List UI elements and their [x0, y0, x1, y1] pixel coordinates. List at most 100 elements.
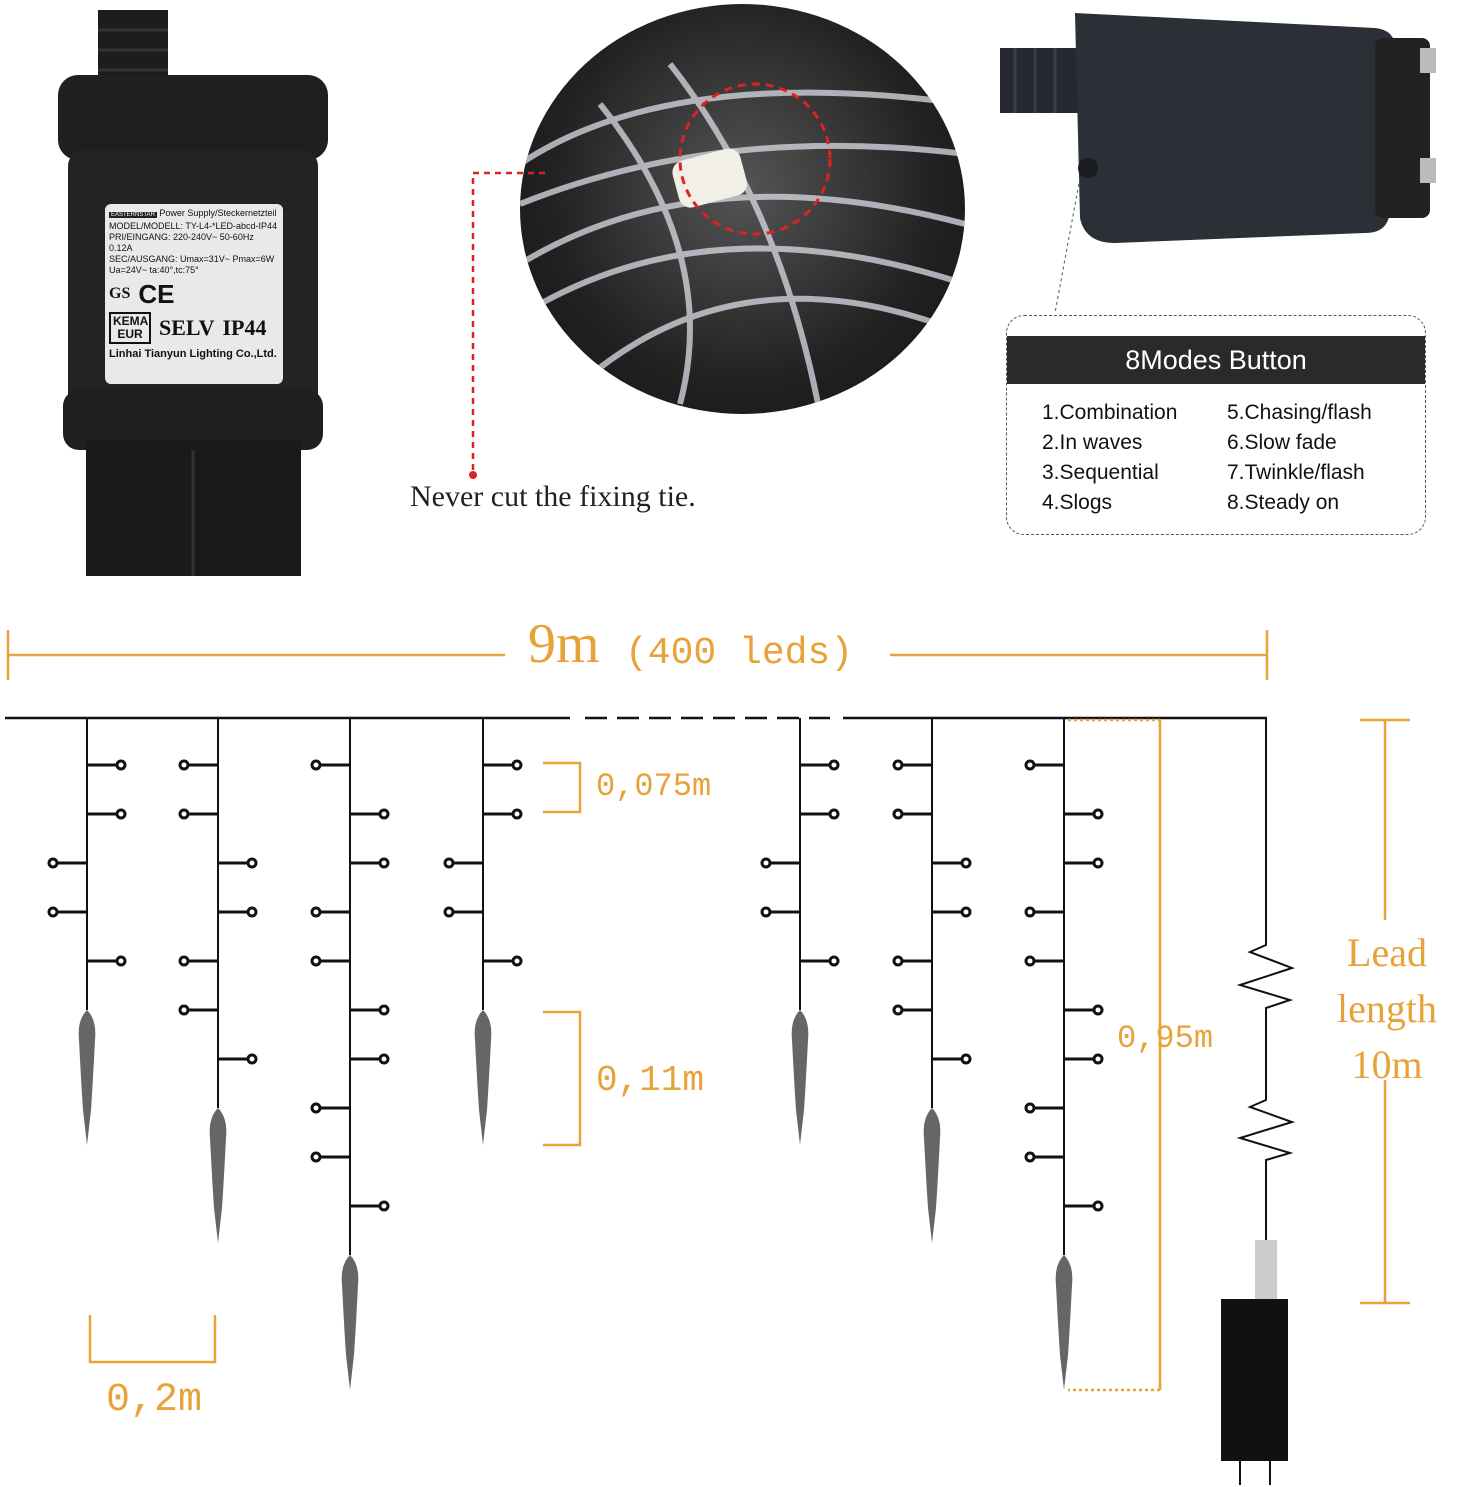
led-bulb — [1064, 808, 1104, 820]
led-bulb — [1024, 906, 1064, 918]
width-label: 9m — [528, 613, 600, 675]
mode-item: 7.Twinkle/flash — [1227, 461, 1365, 484]
led-bulb — [892, 808, 932, 820]
led-bulb — [443, 906, 483, 918]
led-bulb — [892, 955, 932, 967]
led-bulb — [218, 1053, 258, 1065]
bulb-spacing-label: 0,075m — [596, 768, 712, 805]
led-bulb — [800, 759, 840, 771]
adapter-title: Power Supply/Steckernetzteil — [159, 208, 277, 218]
led-strand — [178, 718, 258, 1243]
adapter-model: MODEL/MODELL: TY-L4-*LED-abcd-IP44 — [109, 221, 278, 231]
adapter-input: PRI/EINGANG: 220-240V~ 50-60Hz 0.12A — [109, 232, 254, 253]
led-strand — [47, 718, 127, 1145]
led-strand — [443, 718, 523, 1145]
modes-title: 8Modes Button — [1007, 336, 1425, 384]
brand-logo: EASTERNSTAR — [109, 212, 157, 218]
led-bulb — [800, 808, 840, 820]
led-bulb — [47, 857, 87, 869]
led-strand — [310, 718, 390, 1390]
adapter-output: SEC/AUSGANG: Umax=31V~ Pmax=6W — [109, 254, 275, 264]
mode-item: 8.Steady on — [1227, 491, 1340, 514]
mode-item: 1.Combination — [1042, 401, 1178, 424]
led-bulb — [218, 906, 258, 918]
strand-spacing-bracket — [88, 1315, 217, 1364]
led-bulb — [310, 1151, 350, 1163]
lead-label-line: 10m — [1351, 1042, 1423, 1087]
adapter-maker: Linhai Tianyun Lighting Co.,Ltd. — [109, 348, 277, 360]
led-bulb — [483, 808, 523, 820]
mode-item: 5.Chasing/flash — [1227, 401, 1372, 424]
led-strand — [760, 718, 840, 1145]
modes-right: 5.Chasing/flash 6.Slow fade 7.Twinkle/fl… — [1227, 398, 1372, 518]
selv-mark: SELV — [159, 315, 215, 340]
led-bulb — [892, 759, 932, 771]
mode-item: 6.Slow fade — [1227, 431, 1337, 454]
led-bulb — [1024, 955, 1064, 967]
led-bulb — [310, 906, 350, 918]
led-bulb — [760, 857, 800, 869]
led-strand — [892, 718, 972, 1243]
lead-label-line: Lead — [1347, 930, 1427, 975]
icicle-drop — [1055, 1255, 1073, 1390]
led-bulb — [87, 955, 127, 967]
led-bulb — [350, 1053, 390, 1065]
led-bulb — [932, 857, 972, 869]
led-bulb — [87, 759, 127, 771]
marks-row-2: KEMA EUR SELV IP44 — [109, 312, 279, 344]
icicle-drop — [209, 1108, 227, 1243]
icicle-drop — [78, 1010, 96, 1145]
led-bulb — [350, 1200, 390, 1212]
led-bulb — [350, 808, 390, 820]
leds-label: (400 leds) — [625, 632, 854, 675]
lead-label-line: length — [1337, 986, 1437, 1031]
adapter-label: EASTERNSTAR Power Supply/Steckernetzteil… — [105, 204, 283, 384]
icicle-drop — [474, 1010, 492, 1145]
led-bulb — [178, 808, 218, 820]
led-bulb — [350, 857, 390, 869]
led-bulb — [1024, 1151, 1064, 1163]
bulb-spacing-bracket — [543, 761, 582, 814]
led-bulb — [350, 1004, 390, 1016]
led-bulb — [1064, 1053, 1104, 1065]
led-bulb — [1024, 1102, 1064, 1114]
led-bulb — [760, 906, 800, 918]
led-bulb — [800, 955, 840, 967]
led-bulb — [892, 1004, 932, 1016]
group-spacing-bracket — [543, 1010, 582, 1147]
icicle-drop — [791, 1010, 809, 1145]
led-bulb — [443, 857, 483, 869]
gs-mark: GS — [109, 285, 131, 302]
adapter-output2: Ua=24V~ ta:40°,tc:75° — [109, 265, 199, 275]
led-bulb — [47, 906, 87, 918]
fixing-tie-note: Never cut the fixing tie. — [410, 480, 696, 513]
led-bulb — [178, 759, 218, 771]
lead-cable — [1221, 718, 1296, 1485]
led-bulb — [932, 1053, 972, 1065]
icicle-drop — [923, 1108, 941, 1243]
led-bulb — [1064, 1200, 1104, 1212]
led-bulb — [178, 1004, 218, 1016]
led-bulb — [1064, 857, 1104, 869]
modes-box: 8Modes Button 1.Combination 2.In waves 3… — [1006, 315, 1426, 535]
led-bulb — [483, 955, 523, 967]
fixing-tie-photo — [520, 4, 965, 414]
led-bulb — [1024, 759, 1064, 771]
icicle-diagram — [5, 630, 1410, 1485]
led-bulb — [310, 955, 350, 967]
led-bulb — [932, 906, 972, 918]
width-dimension — [6, 630, 1269, 680]
marks-row-1: GS CE — [109, 280, 279, 308]
led-bulb — [1064, 1004, 1104, 1016]
group-spacing-label: 0,11m — [596, 1060, 705, 1101]
led-bulb — [87, 808, 127, 820]
controller-photo — [1000, 13, 1436, 314]
icicle-drop — [341, 1255, 359, 1390]
modes-left: 1.Combination 2.In waves 3.Sequential 4.… — [1042, 398, 1177, 518]
mode-item: 4.Slogs — [1042, 491, 1113, 514]
strand-spacing-label: 0,2m — [106, 1378, 203, 1423]
led-bulb — [483, 759, 523, 771]
led-bulb — [310, 1102, 350, 1114]
callout-line — [469, 171, 545, 479]
ip44-mark: IP44 — [222, 315, 267, 340]
